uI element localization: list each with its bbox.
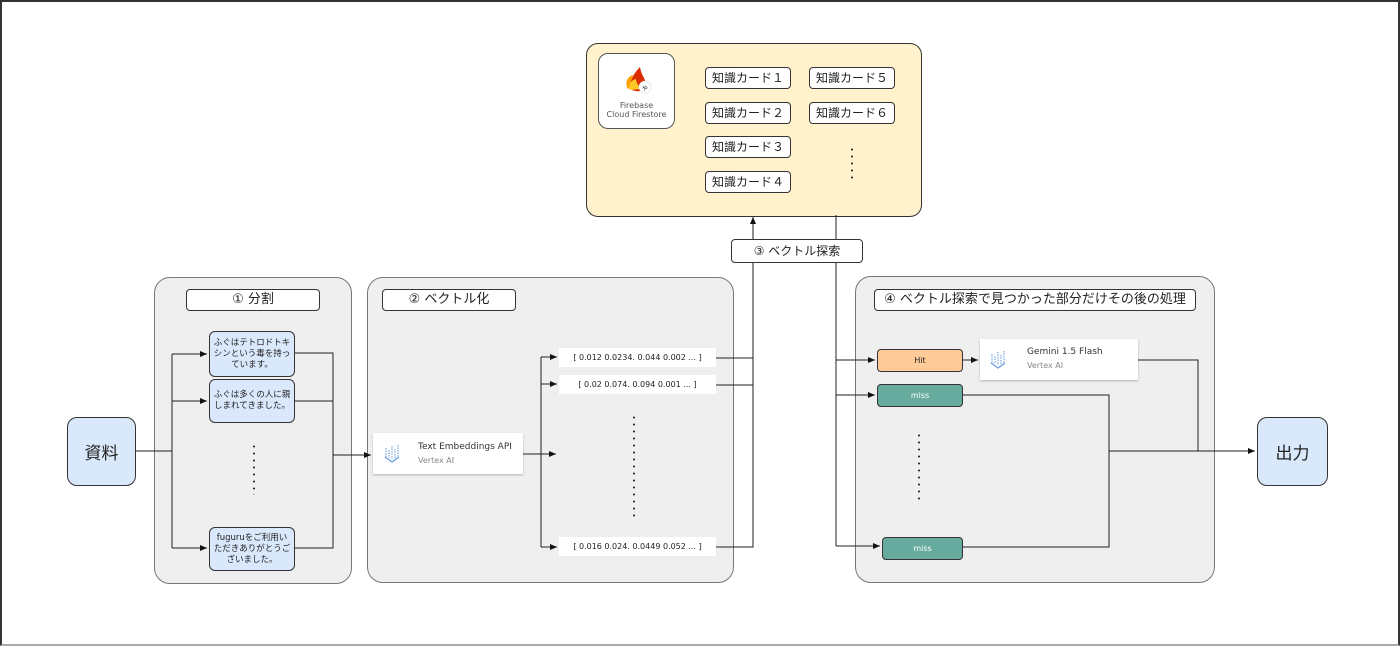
- vector-output: [ 0.016 0.024. 0.0449 0.052 ... ]: [559, 537, 716, 556]
- firestore-name-line2: Cloud Firestore: [606, 110, 667, 119]
- knowledge-card[interactable]: 知識カード３: [705, 136, 791, 158]
- chunk-node[interactable]: ふぐは多くの人に親しまれてきました。: [209, 379, 295, 423]
- input-node-label: 資料: [84, 444, 119, 464]
- step1-title: ① 分割: [186, 289, 320, 311]
- model-name: Gemini 1.5 Flash: [1027, 347, 1103, 357]
- model-provider: Vertex AI: [1027, 361, 1064, 370]
- vertex-ai-icon: [990, 351, 1006, 369]
- firestore-flame-icon: ゃ: [625, 67, 651, 94]
- firestore-name-line1: Firebase: [619, 101, 654, 110]
- chunk-node[interactable]: ふぐはテトロドトキシンという毒を持っています。: [209, 331, 295, 377]
- api-name: Text Embeddings API: [418, 442, 512, 452]
- step2-title: ② ベクトル化: [382, 289, 516, 311]
- step4-title: ④ ベクトル探索で見つかった部分だけその後の処理: [874, 289, 1196, 311]
- output-node[interactable]: 出力: [1257, 417, 1328, 486]
- knowledge-card[interactable]: 知識カード５: [809, 67, 895, 89]
- ellipsis-dots: [851, 146, 853, 182]
- step2-panel: [367, 277, 734, 583]
- chunk-node[interactable]: fuguruをご利用いただきありがとうございました。: [209, 527, 295, 571]
- miss-tag[interactable]: miss: [877, 384, 963, 407]
- api-provider: Vertex AI: [418, 456, 455, 465]
- ellipsis-dots: [918, 432, 920, 500]
- hit-tag[interactable]: Hit: [877, 349, 963, 372]
- knowledge-card[interactable]: 知識カード６: [809, 102, 895, 124]
- vertex-ai-icon: [384, 445, 400, 463]
- knowledge-card[interactable]: 知識カード４: [705, 171, 791, 193]
- ellipsis-dots: [253, 443, 255, 495]
- input-node[interactable]: 資料: [67, 417, 136, 486]
- knowledge-card[interactable]: 知識カード１: [705, 67, 791, 89]
- knowledge-card[interactable]: 知識カード２: [705, 102, 791, 124]
- svg-text:ゃ: ゃ: [641, 84, 648, 92]
- ellipsis-dots: [633, 414, 635, 518]
- miss-tag[interactable]: miss: [882, 537, 963, 560]
- firestore-logo-card: ゃ Firebase Cloud Firestore: [598, 53, 675, 129]
- vector-search-label: ③ ベクトル探索: [731, 239, 863, 263]
- vector-output: [ 0.012 0.0234. 0.044 0.002 ... ]: [559, 348, 716, 367]
- text-embeddings-api-card[interactable]: Text Embeddings API Vertex AI: [373, 433, 523, 474]
- vector-output: [ 0.02 0.074. 0.094 0.001 ... ]: [559, 375, 716, 394]
- gemini-model-card[interactable]: Gemini 1.5 Flash Vertex AI: [980, 339, 1138, 380]
- output-node-label: 出力: [1275, 444, 1310, 464]
